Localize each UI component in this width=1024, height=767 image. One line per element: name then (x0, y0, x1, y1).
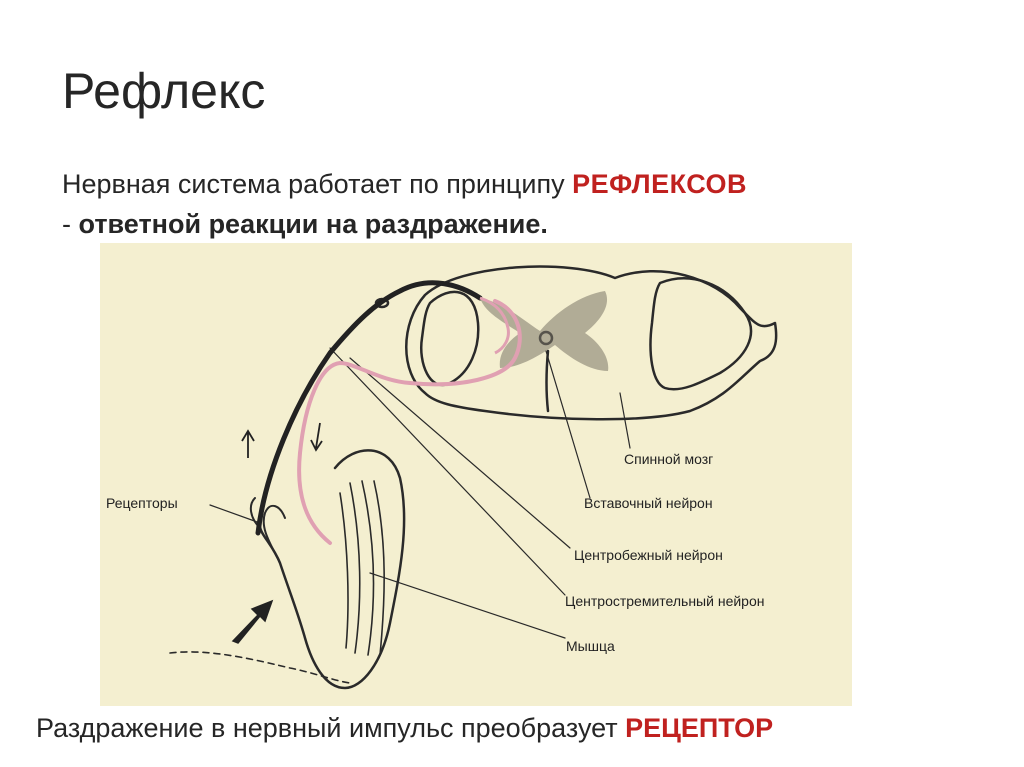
stimulus-arrow (231, 599, 274, 644)
label-muscle: Мышца (566, 638, 615, 654)
leader-spinal-cord (619, 392, 631, 449)
leader-muscle (369, 572, 566, 639)
leader-interneuron (545, 350, 591, 499)
reflex-definition: ответной реакции на раздражение. (78, 209, 548, 239)
efferent-arrow (310, 422, 323, 452)
intro-dash: - (62, 209, 79, 239)
reflex-arc-drawing (169, 265, 778, 690)
leader-efferent (349, 357, 571, 549)
arm-outline (258, 449, 406, 690)
label-efferent-neuron: Центробежный нейрон (574, 547, 723, 563)
leader-receptors (209, 504, 261, 524)
label-interneuron: Вставочный нейрон (584, 495, 713, 511)
receptor-highlight: РЕЦЕПТОР (625, 713, 774, 743)
efferent-neuron-path (297, 299, 522, 545)
spinal-cord-right-lobe (649, 277, 753, 391)
leader-afferent (329, 347, 566, 596)
grey-matter (480, 291, 609, 371)
spinal-cord-outline (405, 265, 778, 421)
reflex-arc-diagram: Спинной мозг Вставочный нейрон Центробеж… (100, 243, 852, 706)
forearm-dashed (169, 651, 351, 684)
intro-paragraph: Нервная система работает по принципу РЕФ… (62, 164, 992, 244)
muscle (339, 480, 385, 656)
footer-text: Раздражение в нервный импульс преобразуе… (36, 713, 626, 743)
reflex-highlight: РЕФЛЕКСОВ (572, 169, 748, 199)
afferent-arrow (241, 429, 255, 458)
label-receptors: Рецепторы (106, 495, 178, 511)
slide-title: Рефлекс (62, 63, 266, 119)
afferent-neuron-path (255, 280, 483, 536)
label-spinal-cord: Спинной мозг (624, 451, 714, 467)
footer-statement: Раздражение в нервный импульс преобразуе… (36, 713, 773, 744)
interneuron-path (479, 296, 510, 355)
label-afferent-neuron: Центростремительный нейрон (565, 593, 765, 609)
intro-text: Нервная система работает по принципу (62, 169, 573, 199)
